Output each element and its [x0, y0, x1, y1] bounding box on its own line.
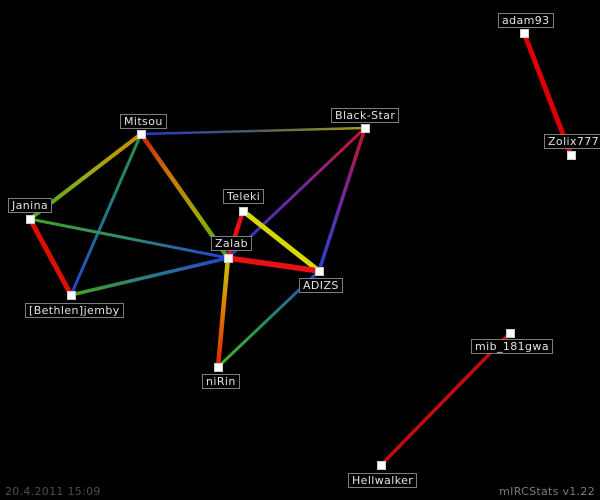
node-label-Zalab: Zalab [211, 236, 253, 251]
edge-Janina-Zalab [29, 217, 229, 260]
app-version-watermark: mIRCStats v1.22 [499, 485, 595, 498]
edge-[Bethlen]jemby-Zalab [70, 256, 229, 297]
node-[Bethlen]jemby [67, 291, 76, 300]
node-mib_181gwa [506, 329, 515, 338]
node-label-ADIZS: ADIZS [299, 278, 343, 293]
node-label-Zolix777: Zolix777 [544, 134, 600, 149]
edge-mib_181gwa-Hellwalker [379, 331, 512, 467]
edge-Mitsou-Black-Star [140, 126, 366, 136]
edge-Zalab-niRin [215, 257, 231, 368]
node-Zalab [224, 254, 233, 263]
node-label-Janina: Janina [8, 198, 53, 213]
node-niRin [214, 363, 223, 372]
edge-Zalab-ADIZS [227, 255, 320, 274]
node-label-[Bethlen]jemby: [Bethlen]jemby [25, 303, 124, 318]
edge-Black-Star-ADIZS [317, 127, 367, 272]
edge-Mitsou-[Bethlen]jemby [69, 133, 143, 296]
node-adam93 [520, 29, 529, 38]
node-label-mib_181gwa: mib_181gwa [471, 339, 553, 354]
node-Janina [26, 215, 35, 224]
node-label-Hellwalker: Hellwalker [348, 473, 418, 488]
node-Hellwalker [377, 461, 386, 470]
node-label-adam93: adam93 [498, 13, 554, 28]
edge-Janina-[Bethlen]jemby [27, 217, 74, 297]
edge-Teleki-ADIZS [241, 209, 321, 273]
node-label-Mitsou: Mitsou [120, 114, 167, 129]
node-label-Teleki: Teleki [223, 189, 265, 204]
generated-timestamp: 20.4.2011 15:09 [5, 485, 101, 498]
node-label-niRin: niRin [202, 374, 240, 389]
node-Mitsou [137, 130, 146, 139]
node-label-Black-Star: Black-Star [331, 108, 400, 123]
node-Black-Star [361, 124, 370, 133]
node-ADIZS [315, 267, 324, 276]
node-Teleki [239, 207, 248, 216]
node-Zolix777 [567, 151, 576, 160]
